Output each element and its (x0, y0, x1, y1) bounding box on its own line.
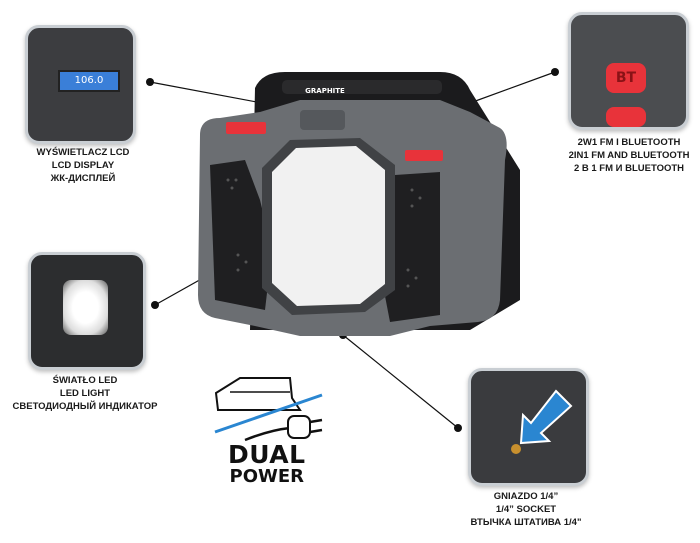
socket-hole (511, 444, 521, 454)
brand-logo: GRAPHITE (305, 87, 345, 95)
red-button (405, 150, 443, 161)
inset-tripod-socket (468, 368, 589, 486)
inset-led-light (28, 252, 146, 370)
power-plug-icon (244, 415, 323, 442)
arrow-icon (519, 389, 573, 445)
speaker-device: GRAPHITE (198, 72, 520, 336)
lcd-screen: 106.0 (58, 70, 120, 92)
divider-line (214, 393, 323, 434)
red-button (606, 107, 646, 127)
led-glow (63, 280, 108, 335)
caption-bluetooth: 2W1 FM I BLUETOOTH 2IN1 FM AND BLUETOOTH… (568, 137, 690, 174)
caption-led: ŚWIATŁO LED LED LIGHT СВЕТОДИОДНЫЙ ИНДИК… (12, 375, 158, 412)
bt-button: BT (606, 63, 646, 93)
red-button (226, 122, 266, 134)
caption-socket: GNIAZDO 1/4” 1/4” SOCKET ВТЫЧКА ШТАТИВА … (470, 491, 582, 528)
caption-lcd: WYŚWIETLACZ LCD LCD DISPLAY ЖК-ДИСПЛЕЙ (36, 147, 130, 184)
inset-bluetooth-button: BT (568, 12, 689, 130)
inset-lcd-display: 106.0 (25, 25, 136, 144)
dual-power-label: DUAL POWER (228, 440, 306, 487)
battery-icon (214, 377, 302, 411)
